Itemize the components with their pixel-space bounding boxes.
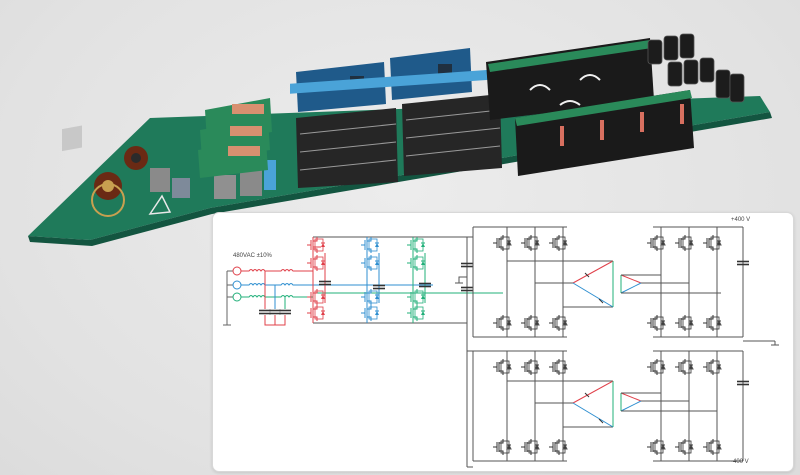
dc-positive-label: +400 V [731,217,751,223]
input-voltage-label: 480VAC ±10% [233,253,272,259]
ac-input [223,246,503,326]
rectifier-stage [306,236,474,324]
dc-negative-label: -400 V [731,459,749,465]
schematic-panel: 480VAC ±10% +400 V -400 V [212,212,794,472]
dab-converters [466,226,779,468]
circuit-schematic [223,226,779,468]
